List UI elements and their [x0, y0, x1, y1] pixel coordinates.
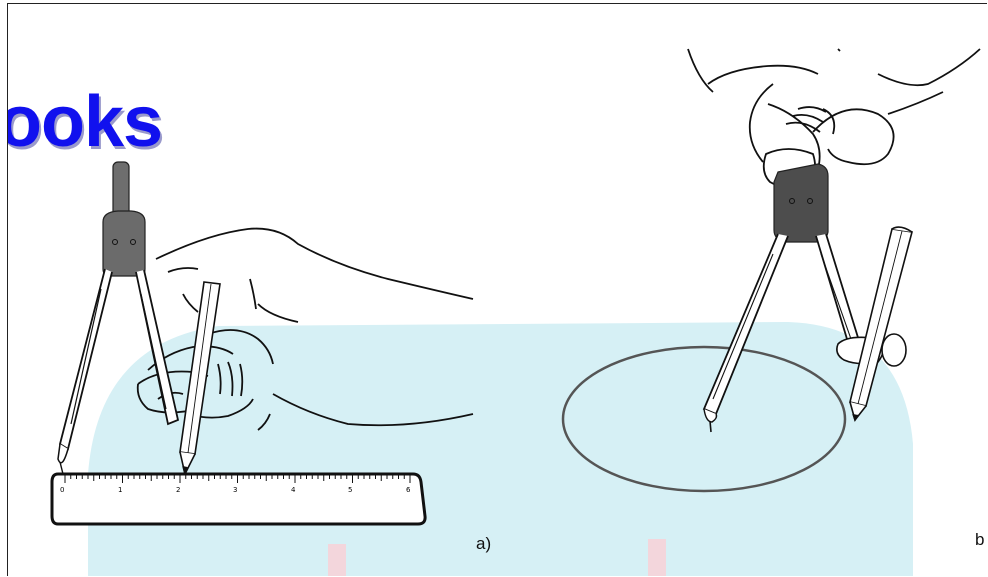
pencil-icon: [849, 226, 914, 422]
panel-b-illustration: [561, 48, 981, 493]
hand-icon: [687, 48, 981, 188]
ruler-tick-label: 0: [60, 486, 64, 494]
caption-a: a): [476, 534, 492, 553]
ruler-tick-label: 1: [118, 486, 122, 494]
ruler-tick-label: 2: [176, 486, 180, 494]
watermark-text: ooks: [7, 82, 163, 162]
compass-icon: [702, 163, 907, 433]
hand-icon: [136, 227, 474, 431]
compass-icon: [57, 161, 180, 475]
figure-frame: ooks: [7, 3, 987, 576]
ruler-tick-label: 4: [291, 486, 296, 494]
panel-a-illustration: 0 1 2 3 4 5 6: [50, 161, 474, 526]
ruler-tick-label: 3: [233, 486, 237, 494]
pencil-icon: [179, 281, 221, 478]
ruler: 0 1 2 3 4 5 6: [50, 472, 427, 526]
ruler-tick-label: 5: [348, 486, 352, 494]
ruler-tick-label: 6: [406, 486, 411, 494]
caption-b: b: [975, 530, 985, 549]
drawn-circle: [561, 345, 847, 493]
